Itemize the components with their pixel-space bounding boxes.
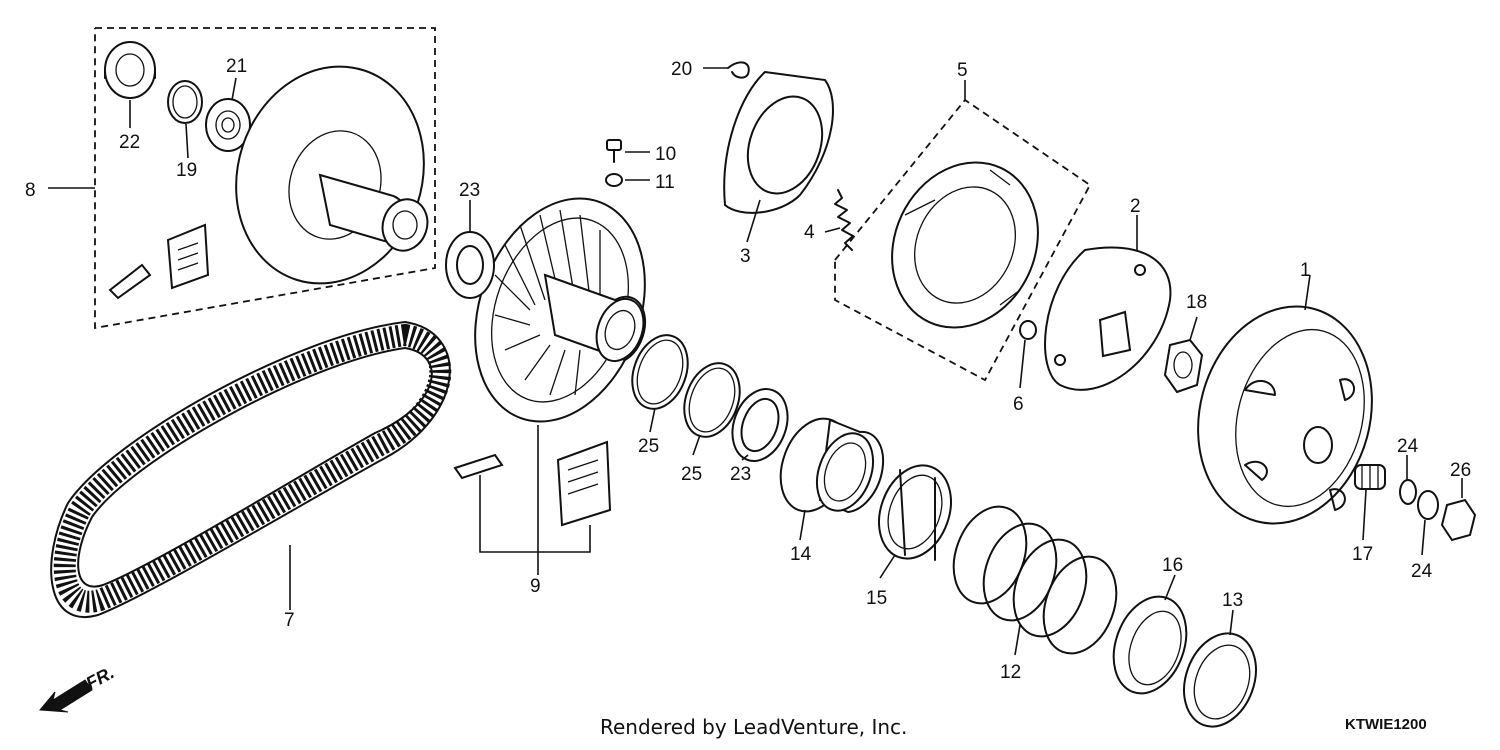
callout-8: 8: [25, 180, 36, 201]
callout-20: 20: [671, 59, 692, 80]
guide-part-15: [878, 464, 952, 561]
spring-part-12: [952, 505, 1118, 655]
needle-bearing-part-22: [104, 41, 156, 99]
callout-26: 26: [1450, 460, 1471, 481]
callout-15: 15: [866, 588, 887, 609]
bolt-part-17: [1354, 464, 1386, 490]
spring-seat-part-16: [1112, 595, 1188, 695]
ball-bearing-part-21: [205, 98, 251, 152]
nut-part-18: [1163, 338, 1204, 394]
clip-part-20: [727, 61, 750, 79]
callout-25-right: 25: [681, 464, 702, 485]
drive-plate-part-2: [1044, 246, 1172, 391]
o-ring-part-25-a: [631, 334, 689, 410]
callout-3: 3: [740, 246, 751, 267]
assembly-5-box: [834, 98, 1092, 382]
credit-text: Rendered by LeadVenture, Inc.: [600, 715, 907, 739]
slider-piece: [108, 263, 152, 300]
callout-23-lower: 23: [730, 464, 751, 485]
callout-4: 4: [804, 222, 815, 243]
plate-part-3: [723, 70, 834, 214]
bolt-part-10: [606, 139, 622, 163]
callout-19: 19: [176, 160, 197, 181]
callout-1: 1: [1300, 260, 1311, 281]
callout-7: 7: [284, 610, 295, 631]
diagram-code: KTWIE1200: [1345, 716, 1427, 733]
front-direction-arrow: FR.: [38, 662, 117, 713]
callout-17: 17: [1352, 544, 1373, 565]
callout-5: 5: [957, 60, 968, 81]
oil-seal-part-23-lower: [731, 388, 789, 462]
o-ring-part-24: [1399, 479, 1439, 520]
callout-24-upper: 24: [1397, 436, 1419, 457]
callout-10: 10: [655, 144, 676, 165]
callout-labels: 1 2 3 4 5 6 7 8 9 10 11 12 13 14 15 16 1…: [25, 56, 1471, 683]
callout-22: 22: [119, 132, 140, 153]
oil-seal-part-23-upper: [445, 231, 495, 299]
callout-14: 14: [790, 544, 812, 565]
nut-part-6: [1019, 320, 1037, 340]
movable-drive-face: [235, 65, 429, 285]
leader-lines: [48, 67, 1463, 656]
callout-24-lower: 24: [1411, 561, 1433, 582]
collar-part-14: [779, 417, 885, 514]
callout-16: 16: [1162, 555, 1183, 576]
drive-face-part-9: [474, 197, 647, 423]
callout-23-upper: 23: [459, 180, 480, 201]
washer-part-11: [605, 173, 623, 187]
sticker-part-9: [556, 440, 612, 527]
clutch-outer-part-1: [1197, 305, 1373, 525]
assembly-8-box: [94, 27, 436, 330]
callout-21: 21: [226, 56, 247, 77]
spring-part-4: [834, 189, 854, 251]
nut-part-26: [1440, 498, 1477, 542]
ramp-plate-sticker: [166, 223, 210, 290]
callout-9: 9: [530, 576, 541, 597]
drive-belt-part-7: [50, 321, 452, 618]
slider-part-9: [453, 453, 504, 480]
callout-18: 18: [1186, 292, 1207, 313]
callout-13: 13: [1222, 590, 1243, 611]
callout-2: 2: [1130, 196, 1141, 217]
callout-25-left: 25: [638, 436, 659, 457]
circlip-part-19: [167, 80, 203, 124]
callout-12: 12: [1000, 662, 1021, 683]
washer-part-13: [1183, 632, 1257, 728]
callout-6: 6: [1013, 394, 1024, 415]
callout-11: 11: [655, 172, 675, 193]
